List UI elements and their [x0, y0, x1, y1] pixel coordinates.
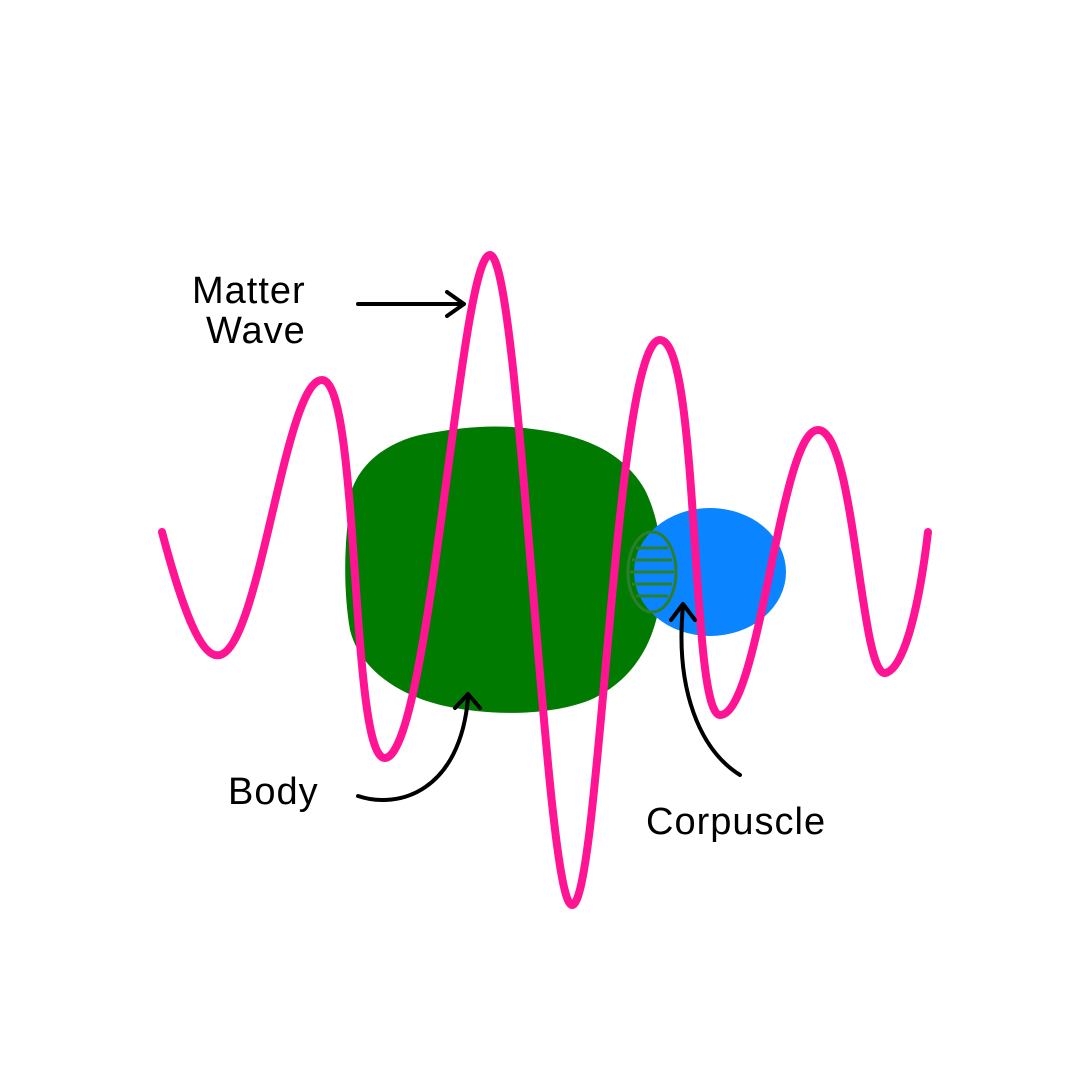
matter-wave-label-line2: Wave — [206, 310, 306, 352]
corpuscle-shape — [634, 508, 786, 636]
body-arrow — [356, 692, 482, 803]
corpuscle-label: Corpuscle — [646, 801, 826, 843]
matter-wave-label-line1: Matter — [192, 270, 306, 312]
matter-wave-curve — [158, 251, 932, 909]
body-label: Body — [228, 771, 319, 813]
corpuscle-arrow — [669, 602, 742, 777]
corpuscle-overlap-pattern — [626, 530, 678, 614]
matter-wave-arrow — [356, 290, 466, 318]
